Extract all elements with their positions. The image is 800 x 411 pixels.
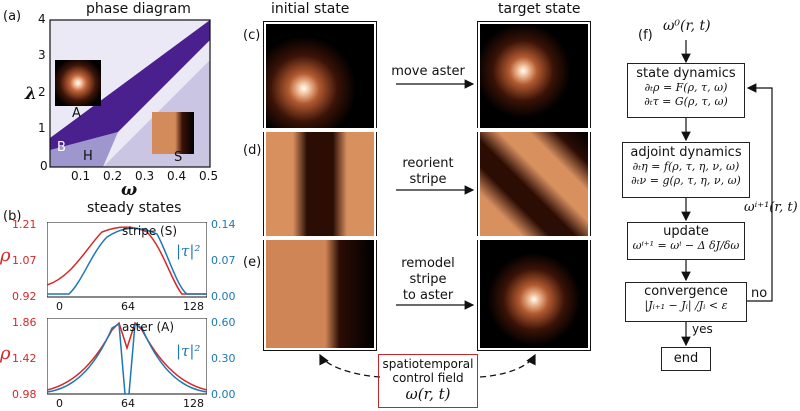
target-state-header: target state bbox=[498, 1, 581, 17]
aster-rho-curve bbox=[47, 321, 207, 391]
state-dynamics-box: state dynamics ∂ₜρ = F(ρ, τ, ω) ∂ₜτ = G(… bbox=[627, 63, 745, 118]
target-aster-remodel-image bbox=[480, 240, 588, 348]
flowchart-arrows bbox=[681, 40, 773, 347]
stripe-label: stripe (S) bbox=[122, 224, 178, 238]
aster-left-tick-top: 1.86 bbox=[12, 316, 37, 329]
panel-label-b: (b) bbox=[3, 209, 22, 224]
update-box: update ωⁱ⁺¹ = ωⁱ − Δ δJ/δω bbox=[627, 222, 745, 260]
phase-ylabel: λ bbox=[25, 84, 37, 104]
ytick-1: 1 bbox=[38, 121, 46, 135]
stripe-left-tick-bot: 0.92 bbox=[12, 290, 37, 303]
panel-label-d: (d) bbox=[243, 143, 262, 158]
xtick-4: 0.4 bbox=[167, 169, 187, 183]
aster-xtick-64: 64 bbox=[121, 397, 135, 410]
stripe-right-tick-mid: 0.07 bbox=[211, 254, 236, 267]
task-remodel-line1: remodel bbox=[401, 256, 455, 271]
aster-xtick-128: 128 bbox=[183, 397, 204, 410]
end-box: end bbox=[661, 347, 711, 371]
control-field-line2: control field bbox=[392, 371, 464, 385]
adjoint-eq-2: ∂ₜν = g(ρ, τ, η, ν, ω) bbox=[631, 174, 741, 187]
stripe-left-tick-top: 1.21 bbox=[12, 218, 37, 231]
convergence-title: convergence bbox=[644, 284, 728, 299]
task-move-aster: move aster bbox=[391, 64, 465, 79]
stripe-inset-image bbox=[152, 112, 194, 154]
stripe-xtick-0: 0 bbox=[56, 300, 63, 313]
steady-states-title: steady states bbox=[87, 200, 182, 216]
control-field-line1: spatiotemporal bbox=[382, 357, 474, 371]
task-reorient-line1: reorient bbox=[402, 156, 454, 171]
ytick-4: 4 bbox=[38, 12, 46, 26]
stripe-xtick-128: 128 bbox=[183, 300, 204, 313]
stripe-rho-curve bbox=[47, 226, 207, 295]
xtick-5: 0.5 bbox=[199, 169, 219, 183]
state-eq-1: ∂ₜρ = F(ρ, τ, ω) bbox=[644, 81, 728, 94]
no-label: no bbox=[751, 286, 768, 301]
region-label-h: H bbox=[83, 149, 93, 164]
aster-plot bbox=[47, 318, 207, 395]
initial-state-header: initial state bbox=[271, 1, 350, 17]
xtick-0: 0 bbox=[40, 159, 48, 173]
convergence-eq: |Jᵢ₊₁ − Jᵢ| /Jᵢ < ε bbox=[644, 299, 728, 312]
task-remodel-line2: stripe bbox=[409, 272, 447, 287]
panel-label-a: (a) bbox=[3, 9, 22, 24]
ytick-3: 3 bbox=[38, 48, 46, 62]
aster-tau-label: |τ|² bbox=[176, 342, 201, 360]
stripe-plot bbox=[47, 222, 207, 298]
stripe-rho-label: ρ bbox=[0, 245, 11, 266]
aster-right-tick-bot: 0.00 bbox=[211, 388, 236, 401]
control-field-symbol: ω(r, t) bbox=[405, 385, 451, 403]
aster-left-tick-mid: 1.42 bbox=[12, 352, 37, 365]
task-arrows bbox=[396, 79, 475, 310]
update-eq: ωⁱ⁺¹ = ωⁱ − Δ δJ/δω bbox=[632, 239, 740, 252]
aster-inset-image bbox=[55, 60, 101, 106]
ytick-2: 2 bbox=[38, 85, 46, 99]
stripe-xtick-64: 64 bbox=[121, 300, 135, 313]
adjoint-eq-1: ∂ₜη = f(ρ, τ, η, ν, ω) bbox=[632, 160, 740, 173]
stripe-tau-curve bbox=[47, 227, 207, 295]
stripe-tau-label: |τ|² bbox=[176, 242, 201, 260]
target-stripe-image bbox=[480, 132, 588, 236]
state-dynamics-title: state dynamics bbox=[636, 66, 736, 81]
region-label-a: A bbox=[72, 106, 81, 121]
control-field-arrows bbox=[319, 353, 536, 378]
flow-input: ω⁰(r, t) bbox=[663, 18, 711, 34]
end-label: end bbox=[673, 351, 699, 366]
update-title: update bbox=[663, 224, 709, 239]
initial-stripe-remodel-image bbox=[266, 240, 374, 348]
panel-label-c: (c) bbox=[243, 28, 261, 43]
aster-rho-label: ρ bbox=[0, 343, 11, 364]
state-eq-2: ∂ₜτ = G(ρ, τ, ω) bbox=[644, 95, 728, 108]
stripe-right-tick-bot: 0.00 bbox=[211, 290, 236, 303]
aster-label: aster (A) bbox=[122, 320, 175, 334]
xtick-1: 0.1 bbox=[71, 169, 91, 183]
initial-stripe-image bbox=[266, 132, 374, 236]
aster-right-tick-top: 0.60 bbox=[211, 316, 236, 329]
aster-tau-curve bbox=[47, 322, 207, 395]
initial-aster-image bbox=[266, 24, 374, 128]
aster-xtick-0: 0 bbox=[56, 397, 63, 410]
adjoint-dynamics-title: adjoint dynamics bbox=[630, 145, 742, 160]
yes-label: yes bbox=[692, 322, 713, 336]
phase-diagram-title: phase diagram bbox=[86, 1, 191, 17]
region-band bbox=[50, 20, 210, 150]
control-field-box: spatiotemporal control field ω(r, t) bbox=[378, 354, 478, 408]
xtick-2: 0.2 bbox=[103, 169, 123, 183]
xtick-3: 0.3 bbox=[135, 169, 155, 183]
task-remodel-line3: to aster bbox=[402, 288, 454, 303]
region-label-s: S bbox=[174, 150, 183, 165]
aster-left-tick-bot: 0.98 bbox=[12, 388, 37, 401]
convergence-box: convergence |Jᵢ₊₁ − Jᵢ| /Jᵢ < ε bbox=[625, 282, 747, 322]
stripe-right-tick-top: 0.14 bbox=[211, 218, 236, 231]
adjoint-dynamics-box: adjoint dynamics ∂ₜη = f(ρ, τ, η, ν, ω) … bbox=[622, 142, 750, 198]
aster-right-tick-mid: 0.30 bbox=[211, 352, 236, 365]
loop-label: ωⁱ⁺¹(r, t) bbox=[744, 200, 798, 215]
region-hex bbox=[50, 132, 118, 167]
target-aster-image bbox=[480, 24, 588, 128]
stripe-left-tick-mid: 1.07 bbox=[12, 254, 37, 267]
region-label-b: B bbox=[57, 140, 66, 155]
panel-label-f: (f) bbox=[638, 28, 653, 43]
task-reorient-line2: stripe bbox=[409, 172, 447, 187]
panel-label-e: (e) bbox=[243, 255, 262, 270]
phase-xlabel: ω bbox=[121, 180, 138, 200]
